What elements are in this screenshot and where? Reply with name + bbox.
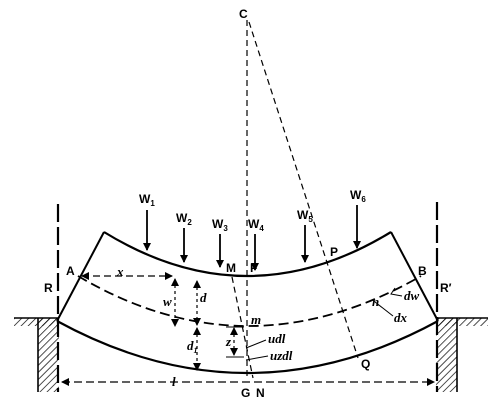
point-label-m-upper: M bbox=[226, 261, 236, 275]
load-label-w1: W1 bbox=[139, 192, 155, 208]
load-label-w5: W5 bbox=[297, 208, 313, 224]
dimension-label-z: z bbox=[225, 334, 232, 349]
load-label-w2: W2 bbox=[176, 211, 192, 227]
right-support bbox=[436, 317, 488, 392]
uzdl-leader bbox=[245, 355, 269, 361]
load-label-w4: W4 bbox=[248, 217, 264, 233]
label-uzdl: uzdl bbox=[270, 348, 293, 363]
point-label-m-lower: m bbox=[251, 312, 261, 327]
point-label-r: R bbox=[44, 281, 53, 295]
point-label-n-lower: n bbox=[372, 294, 379, 309]
udl-leader bbox=[245, 339, 267, 349]
dimension-label-x: x bbox=[116, 264, 124, 279]
dimension-label-l: l bbox=[172, 374, 176, 389]
point-label-n-upper: N bbox=[256, 386, 265, 400]
load-label-w6: W6 bbox=[350, 188, 366, 204]
point-label-p: P bbox=[330, 245, 338, 259]
dw-leader bbox=[390, 287, 403, 297]
dx-leader bbox=[374, 301, 394, 317]
point-label-f: F bbox=[250, 261, 257, 275]
label-dx: dx bbox=[394, 310, 408, 325]
point-label-r-prime: R′ bbox=[440, 281, 452, 295]
point-label-q: Q bbox=[361, 357, 370, 371]
radius-to-Q bbox=[248, 21, 359, 359]
dimension-label-d1: d1 bbox=[187, 338, 198, 355]
point-label-g: G bbox=[241, 386, 250, 400]
beam-right-end bbox=[390, 231, 439, 322]
left-support bbox=[14, 317, 59, 392]
point-label-c: C bbox=[239, 7, 248, 21]
beam-top-edge bbox=[103, 231, 392, 278]
point-label-b: B bbox=[418, 264, 427, 278]
label-udl: udl bbox=[268, 331, 286, 346]
dimension-label-d: d bbox=[200, 290, 207, 305]
point-label-a: A bbox=[66, 264, 75, 278]
curved-beam bbox=[56, 231, 439, 374]
dimension-label-w: w bbox=[163, 294, 172, 309]
beam-bottom-edge bbox=[56, 320, 439, 374]
load-label-w3: W3 bbox=[212, 217, 228, 233]
beam-neutral-axis bbox=[77, 275, 422, 327]
label-dw: dw bbox=[404, 288, 420, 303]
